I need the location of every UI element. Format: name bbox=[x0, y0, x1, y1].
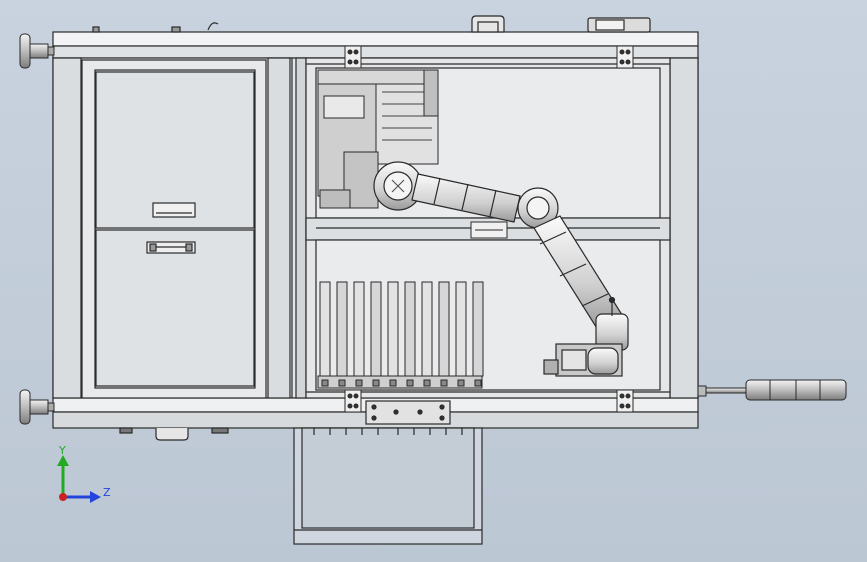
tool-rack-slot bbox=[404, 281, 416, 377]
triad-z-label: Z bbox=[103, 486, 111, 499]
drawer-upper[interactable] bbox=[95, 71, 255, 229]
leveling-feet bbox=[19, 33, 55, 425]
tool-rack-slot bbox=[370, 281, 382, 377]
tool-rack-pin bbox=[474, 379, 482, 387]
tool-rack-pin bbox=[372, 379, 380, 387]
triad-y-label: Y bbox=[58, 444, 66, 457]
tool-rack-slot bbox=[319, 281, 331, 377]
top-rail-lower bbox=[52, 45, 699, 59]
triad-origin-icon bbox=[59, 493, 67, 501]
right-post bbox=[669, 57, 699, 399]
drawer-unit bbox=[81, 59, 267, 399]
tool-rack-slot bbox=[421, 281, 433, 377]
top-fixtures bbox=[92, 15, 651, 33]
bottom-handle[interactable] bbox=[155, 428, 189, 441]
base-plate bbox=[365, 400, 451, 425]
tool-rack-pin bbox=[457, 379, 465, 387]
tool-rack-pin bbox=[440, 379, 448, 387]
tool-rack-pin bbox=[423, 379, 431, 387]
upper-mechanism bbox=[317, 69, 439, 209]
pullout-tray bbox=[293, 427, 483, 545]
arm-link-upper bbox=[411, 173, 521, 223]
left-post bbox=[52, 57, 82, 399]
triad-z-arrow-icon bbox=[90, 491, 101, 503]
robot-arm bbox=[373, 161, 629, 377]
tool-rack-slot bbox=[472, 281, 484, 377]
triad-y-arrow-icon bbox=[57, 455, 69, 466]
tool-rack-slot bbox=[387, 281, 399, 377]
top-handle[interactable] bbox=[471, 15, 505, 33]
middle-post-inner bbox=[295, 57, 307, 399]
tool-rack-pin bbox=[406, 379, 414, 387]
middle-post bbox=[267, 57, 291, 399]
tool-rack-slot bbox=[336, 281, 348, 377]
tool-rack-pin bbox=[355, 379, 363, 387]
tool-rack-slot bbox=[438, 281, 450, 377]
top-rail bbox=[52, 31, 699, 47]
drawer-lower[interactable] bbox=[95, 229, 255, 387]
tool-rack-pin bbox=[338, 379, 346, 387]
coordinate-triad[interactable]: Y Z bbox=[57, 444, 111, 503]
tool-rack bbox=[317, 281, 484, 389]
tool-rack-slot bbox=[353, 281, 365, 377]
mount-brackets bbox=[344, 45, 634, 413]
tool-rack-pin bbox=[321, 379, 329, 387]
tray-pins bbox=[313, 428, 463, 435]
side-actuator bbox=[697, 379, 847, 401]
tool-rack-slot bbox=[455, 281, 467, 377]
tool-rack-pin bbox=[389, 379, 397, 387]
drawer-upper-handle[interactable] bbox=[152, 202, 196, 218]
